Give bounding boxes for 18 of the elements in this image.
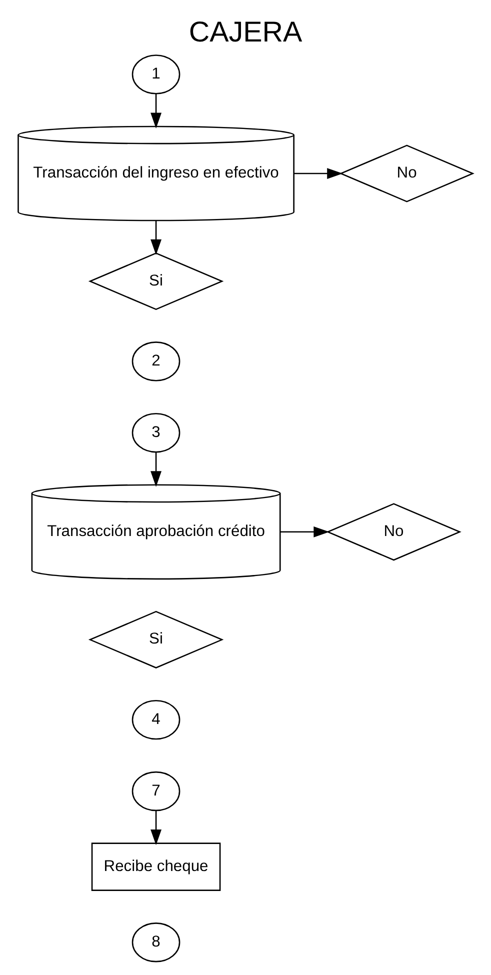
node-box: Recibe cheque — [91, 842, 221, 891]
node-ellipse: 3 — [132, 412, 180, 453]
node-ellipse: 7 — [132, 771, 180, 812]
arrow — [150, 220, 162, 256]
node-diamond: No — [326, 503, 462, 561]
arrow — [150, 94, 162, 128]
node-diamond: Si — [88, 252, 224, 310]
node-diamond: Si — [88, 610, 224, 668]
node-ellipse: 4 — [132, 700, 180, 740]
diagram-title: CAJERA — [188, 16, 302, 48]
arrow — [150, 452, 162, 487]
node-ellipse: 1 — [132, 54, 180, 94]
node-ellipse: 8 — [132, 922, 180, 962]
arrow — [280, 526, 330, 538]
node-diamond: No — [339, 144, 474, 202]
arrow — [294, 168, 343, 179]
node-ellipse: 2 — [132, 342, 180, 382]
arrow — [150, 810, 162, 846]
